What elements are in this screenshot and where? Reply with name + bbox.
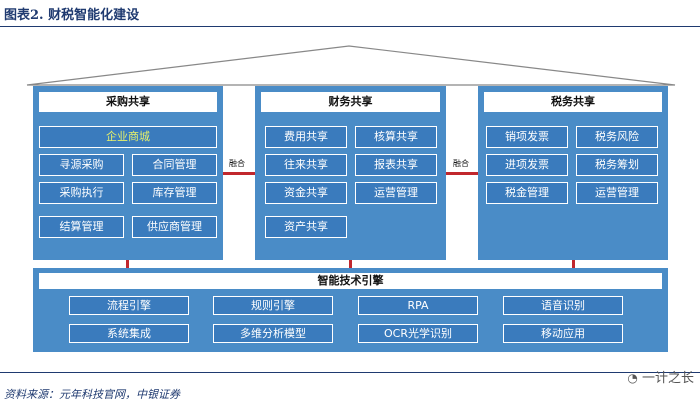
item-inventory-mgmt[interactable]: 库存管理 xyxy=(132,182,217,204)
engine-integration[interactable]: 系统集成 xyxy=(69,324,189,343)
connector-label-2: 融合 xyxy=(453,159,469,168)
item-input-invoice[interactable]: 进项发票 xyxy=(486,154,568,176)
item-report-sharing[interactable]: 报表共享 xyxy=(355,154,437,176)
wechat-icon: ◔ xyxy=(627,371,638,385)
connector-finance-engine xyxy=(349,260,352,268)
item-tax-payment-mgmt[interactable]: 税金管理 xyxy=(486,182,568,204)
engine-mobile[interactable]: 移动应用 xyxy=(503,324,623,343)
connector-procurement-engine xyxy=(126,260,129,268)
item-contract-mgmt[interactable]: 合同管理 xyxy=(132,154,217,176)
panel-tax: 税务共享 销项发票 税务风险 进项发票 税务筹划 税金管理 运营管理 xyxy=(478,86,668,260)
watermark-text: 一计之长 xyxy=(641,371,694,386)
engine-rules[interactable]: 规则引擎 xyxy=(213,296,333,315)
connector-finance-tax xyxy=(446,172,478,175)
connector-tax-engine xyxy=(572,260,575,268)
item-output-invoice[interactable]: 销项发票 xyxy=(486,126,568,148)
engine-speech[interactable]: 语音识别 xyxy=(503,296,623,315)
engine-ocr[interactable]: OCR光学识别 xyxy=(358,324,478,343)
item-supplier-mgmt[interactable]: 供应商管理 xyxy=(132,216,217,238)
item-fund-sharing[interactable]: 资金共享 xyxy=(265,182,347,204)
watermark: ◔ 一计之长 xyxy=(627,367,694,386)
roof-outline xyxy=(26,45,676,86)
item-sourcing[interactable]: 寻源采购 xyxy=(39,154,124,176)
item-receivables-sharing[interactable]: 往来共享 xyxy=(265,154,347,176)
engine-olap[interactable]: 多维分析模型 xyxy=(213,324,333,343)
title-divider xyxy=(0,26,700,27)
item-operations-mgmt[interactable]: 运营管理 xyxy=(355,182,437,204)
connector-procurement-finance xyxy=(223,172,255,175)
panel-finance-header: 财务共享 xyxy=(261,92,440,112)
engine-rpa[interactable]: RPA xyxy=(358,296,478,315)
panel-engine: 智能技术引擎 流程引擎 规则引擎 RPA 语音识别 系统集成 多维分析模型 OC… xyxy=(33,268,668,352)
item-settlement-mgmt[interactable]: 结算管理 xyxy=(39,216,124,238)
item-tax-planning[interactable]: 税务筹划 xyxy=(576,154,658,176)
panel-procurement-header: 采购共享 xyxy=(39,92,217,112)
panel-tax-header: 税务共享 xyxy=(484,92,662,112)
panel-engine-header: 智能技术引擎 xyxy=(39,273,662,289)
item-tax-operations-mgmt[interactable]: 运营管理 xyxy=(576,182,658,204)
item-accounting-sharing[interactable]: 核算共享 xyxy=(355,126,437,148)
panel-finance: 财务共享 费用共享 核算共享 往来共享 报表共享 资金共享 运营管理 资产共享 xyxy=(255,86,446,260)
item-purchase-exec[interactable]: 采购执行 xyxy=(39,182,124,204)
panel-procurement: 采购共享 企业商城 寻源采购 合同管理 采购执行 库存管理 结算管理 供应商管理 xyxy=(33,86,223,260)
source-note: 资料来源：元年科技官网，中银证券 xyxy=(4,388,180,401)
figure-title: 图表2. 财税智能化建设 xyxy=(4,8,140,23)
engine-process[interactable]: 流程引擎 xyxy=(69,296,189,315)
footer-divider xyxy=(0,372,700,373)
item-asset-sharing[interactable]: 资产共享 xyxy=(265,216,347,238)
item-tax-risk[interactable]: 税务风险 xyxy=(576,126,658,148)
item-expense-sharing[interactable]: 费用共享 xyxy=(265,126,347,148)
item-enterprise-mall[interactable]: 企业商城 xyxy=(39,126,217,148)
connector-label-1: 融合 xyxy=(229,159,245,168)
